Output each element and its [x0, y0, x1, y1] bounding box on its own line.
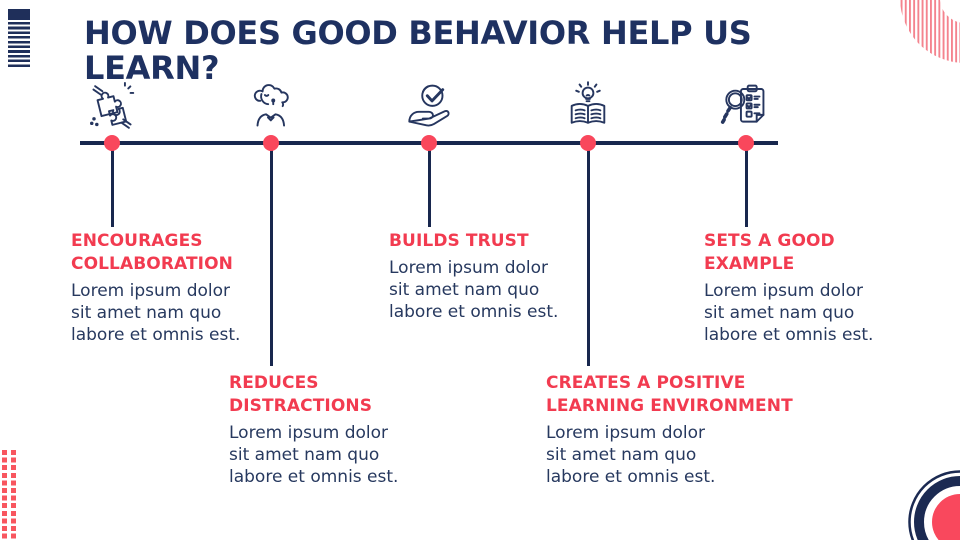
timeline-node-2: [263, 135, 279, 151]
timeline-item-4: CREATES A POSITIVE LEARNING ENVIRONMENT …: [546, 372, 796, 488]
timeline-connector-2: [270, 143, 273, 366]
hand-checkmark-icon: [402, 80, 456, 134]
decoration-circles-bottom-right: [908, 470, 960, 540]
item-body: Lorem ipsum dolor sit amet nam quo labor…: [229, 423, 399, 487]
timeline-connector-4: [587, 143, 590, 366]
timeline-node-4: [580, 135, 596, 151]
person-icon: [244, 80, 298, 134]
timeline-connector-3: [428, 143, 431, 227]
magnifier-checklist-icon: [719, 80, 773, 134]
item-body: Lorem ipsum dolor sit amet nam quo labor…: [704, 281, 874, 345]
item-title: BUILDS TRUST: [389, 231, 529, 251]
timeline-node-5: [738, 135, 754, 151]
timeline-node-3: [421, 135, 437, 151]
item-title: REDUCES DISTRACTIONS: [229, 373, 373, 416]
timeline-connector-1: [111, 143, 114, 227]
item-title: ENCOURAGES COLLABORATION: [71, 231, 233, 274]
decoration-dots-bottom-left: [2, 450, 18, 540]
item-title: SETS A GOOD EXAMPLE: [704, 231, 835, 274]
timeline-connector-5: [745, 143, 748, 227]
timeline-item-3: BUILDS TRUST Lorem ipsum dolor sit amet …: [389, 230, 639, 323]
item-body: Lorem ipsum dolor sit amet nam quo labor…: [71, 281, 241, 345]
slide-title: HOW DOES GOOD BEHAVIOR HELP US LEARN?: [84, 14, 752, 88]
book-lightbulb-icon: [561, 80, 615, 134]
timeline-item-5: SETS A GOOD EXAMPLE Lorem ipsum dolor si…: [704, 230, 954, 346]
item-body: Lorem ipsum dolor sit amet nam quo labor…: [389, 258, 559, 322]
hands-puzzle-icon: [85, 80, 139, 134]
decoration-stripes-top-left: [8, 9, 30, 68]
timeline-item-2: REDUCES DISTRACTIONS Lorem ipsum dolor s…: [229, 372, 479, 488]
item-body: Lorem ipsum dolor sit amet nam quo labor…: [546, 423, 716, 487]
timeline-node-1: [104, 135, 120, 151]
timeline-item-1: ENCOURAGES COLLABORATION Lorem ipsum dol…: [71, 230, 321, 346]
decoration-striped-arc-top-right: [900, 0, 960, 63]
item-title: CREATES A POSITIVE LEARNING ENVIRONMENT: [546, 373, 793, 416]
